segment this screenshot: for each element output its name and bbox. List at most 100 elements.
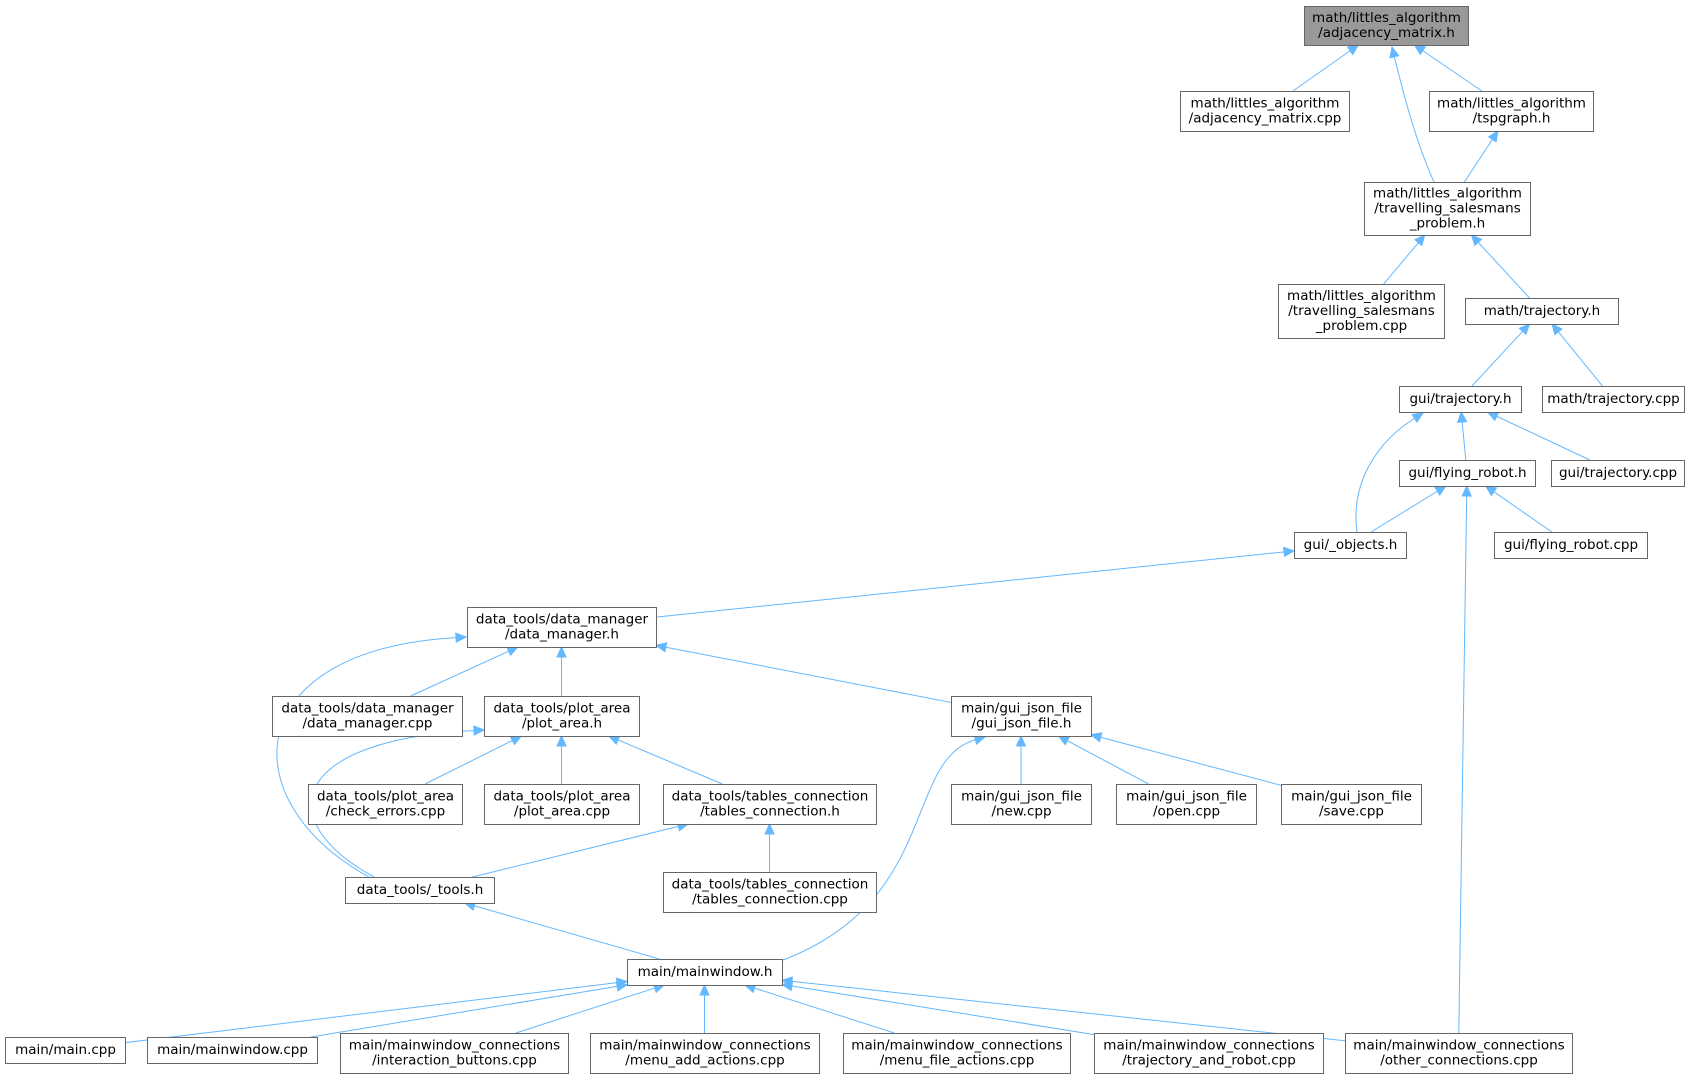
node-menu_add_actions_cpp[interactable]: main/mainwindow_connections/menu_add_act…	[590, 1033, 820, 1074]
node-label: math/littles_algorithm	[1312, 10, 1461, 26]
node-trajectory_and_robot_cpp[interactable]: main/mainwindow_connections/trajectory_a…	[1094, 1033, 1324, 1074]
arrowhead-check_errors_cpp-to-plot_area_h	[509, 735, 523, 746]
node-label: main/mainwindow_connections	[1103, 1038, 1314, 1054]
node-other_connections_cpp[interactable]: main/mainwindow_connections/other_connec…	[1345, 1033, 1573, 1074]
node-open_cpp[interactable]: main/gui_json_file/open.cpp	[1116, 784, 1257, 825]
node-math_trajectory_cpp[interactable]: math/trajectory.cpp	[1542, 386, 1685, 413]
node-mainwindow_h[interactable]: main/mainwindow.h	[627, 959, 783, 986]
edge-adjacency_matrix_cpp-to-adjacency_matrix_h	[1292, 50, 1351, 92]
node-label: math/littles_algorithm	[1287, 288, 1436, 304]
node-label: main/mainwindow_connections	[851, 1038, 1062, 1054]
node-label: _problem.h	[1409, 216, 1485, 232]
node-label: /adjacency_matrix.h	[1318, 25, 1455, 41]
node-label: /open.cpp	[1153, 804, 1220, 820]
node-tsp_h[interactable]: math/littles_algorithm/travelling_salesm…	[1364, 182, 1531, 236]
node-check_errors_cpp[interactable]: data_tools/plot_area/check_errors.cpp	[308, 784, 463, 825]
node-interaction_buttons_cpp[interactable]: main/mainwindow_connections/interaction_…	[340, 1033, 569, 1074]
edge-other_connections_cpp-to-mainwindow_h	[791, 980, 1346, 1042]
node-label: data_tools/plot_area	[493, 701, 630, 717]
node-tsp_cpp[interactable]: math/littles_algorithm/travelling_salesm…	[1278, 284, 1445, 339]
node-label: main/main.cpp	[15, 1042, 116, 1058]
node-tspgraph_h[interactable]: math/littles_algorithm/tspgraph.h	[1429, 91, 1594, 132]
edge-objects_h-to-gui_trajectory_h	[1355, 417, 1415, 533]
edge-open_cpp-to-gui_json_file_h	[1067, 740, 1149, 785]
node-mainwindow_cpp[interactable]: main/mainwindow.cpp	[147, 1037, 318, 1064]
node-new_cpp[interactable]: main/gui_json_file/new.cpp	[951, 784, 1092, 825]
arrowhead-math_trajectory_cpp-to-math_trajectory_h	[1551, 323, 1563, 336]
node-box	[663, 872, 877, 913]
node-box	[1465, 298, 1619, 325]
node-box	[1542, 386, 1685, 413]
node-box	[951, 784, 1092, 825]
node-main_cpp[interactable]: main/main.cpp	[5, 1037, 126, 1064]
node-box	[1304, 6, 1469, 46]
node-box	[843, 1033, 1071, 1074]
node-tools_h[interactable]: data_tools/_tools.h	[345, 877, 495, 904]
arrowhead-tsp_cpp-to-tsp_h	[1413, 234, 1426, 247]
node-flying_robot_h[interactable]: gui/flying_robot.h	[1399, 460, 1536, 487]
node-box	[467, 607, 657, 648]
edge-math_trajectory_h-to-tsp_h	[1477, 242, 1530, 299]
edge-tools_h-to-tables_connection_h	[472, 825, 679, 878]
edge-math_trajectory_cpp-to-math_trajectory_h	[1557, 331, 1603, 387]
node-gui_trajectory_h[interactable]: gui/trajectory.h	[1399, 386, 1522, 413]
node-adjacency_matrix_cpp[interactable]: math/littles_algorithm/adjacency_matrix.…	[1180, 91, 1350, 132]
node-flying_robot_cpp[interactable]: gui/flying_robot.cpp	[1494, 532, 1648, 559]
arrowhead-other_connections_cpp-to-mainwindow_h	[780, 976, 794, 987]
edge-objects_h-to-flying_robot_h	[1370, 490, 1438, 533]
node-box	[484, 696, 640, 737]
edge-menu_file_actions_cpp-to-mainwindow_h	[754, 987, 895, 1034]
edge-tools_h-to-data_manager_h	[276, 637, 457, 878]
node-label: /menu_add_actions.cpp	[625, 1053, 784, 1069]
arrowhead-tspgraph_h-to-adjacency_matrix_h	[1413, 44, 1427, 56]
edge-tables_connection_h-to-plot_area_h	[617, 739, 723, 785]
arrowhead-open_cpp-to-gui_json_file_h	[1057, 735, 1071, 746]
arrowhead-objects_h-to-gui_trajectory_h	[1411, 412, 1425, 424]
arrowhead-tsp_h-to-adjacency_matrix_h	[1389, 45, 1400, 59]
node-label: math/littles_algorithm	[1373, 186, 1522, 202]
node-label: /data_manager.h	[505, 627, 619, 643]
node-box	[663, 784, 877, 825]
node-box	[1278, 284, 1445, 339]
node-objects_h[interactable]: gui/_objects.h	[1294, 532, 1407, 559]
node-box	[272, 696, 463, 737]
arrowhead-other_connections_cpp-to-flying_robot_h	[1461, 484, 1472, 497]
node-box	[147, 1037, 318, 1064]
edge-interaction_buttons_cpp-to-mainwindow_h	[515, 987, 655, 1034]
node-label: main/gui_json_file	[961, 701, 1082, 717]
edge-tspgraph_h-to-adjacency_matrix_h	[1422, 50, 1483, 92]
node-data_manager_cpp[interactable]: data_tools/data_manager/data_manager.cpp	[272, 696, 463, 737]
node-label: /save.cpp	[1319, 804, 1384, 820]
arrowhead-gui_json_file_h-to-data_manager_h	[654, 642, 668, 653]
node-plot_area_h[interactable]: data_tools/plot_area/plot_area.h	[484, 696, 640, 737]
node-gui_trajectory_cpp[interactable]: gui/trajectory.cpp	[1551, 460, 1685, 487]
node-data_manager_h[interactable]: data_tools/data_manager/data_manager.h	[467, 607, 657, 648]
node-label: /tables_connection.cpp	[692, 892, 848, 908]
node-box	[1399, 460, 1536, 487]
edge-tsp_h-to-adjacency_matrix_h	[1393, 56, 1435, 183]
node-box	[1364, 182, 1531, 236]
node-tables_connection_cpp[interactable]: data_tools/tables_connection/tables_conn…	[663, 872, 877, 913]
node-menu_file_actions_cpp[interactable]: main/mainwindow_connections/menu_file_ac…	[843, 1033, 1071, 1074]
node-adjacency_matrix_h[interactable]: math/littles_algorithm/adjacency_matrix.…	[1304, 6, 1469, 46]
node-save_cpp[interactable]: main/gui_json_file/save.cpp	[1281, 784, 1422, 825]
arrowhead-plot_area_cpp-to-plot_area_h	[556, 734, 567, 747]
arrowhead-new_cpp-to-gui_json_file_h	[1015, 734, 1027, 747]
edge-flying_robot_cpp-to-flying_robot_h	[1493, 491, 1553, 533]
arrowhead-plot_area_h-to-data_manager_h	[556, 645, 567, 658]
node-label: data_tools/tables_connection	[672, 789, 869, 805]
node-label: main/mainwindow.cpp	[157, 1042, 308, 1058]
node-plot_area_cpp[interactable]: data_tools/plot_area/plot_area.cpp	[484, 784, 640, 825]
node-box	[1116, 784, 1257, 825]
edges-layer	[124, 44, 1603, 1044]
node-label: main/mainwindow_connections	[349, 1038, 560, 1054]
node-gui_json_file_h[interactable]: main/gui_json_file/gui_json_file.h	[951, 696, 1092, 737]
node-box	[345, 877, 495, 904]
node-math_trajectory_h[interactable]: math/trajectory.h	[1465, 298, 1619, 325]
node-label: data_tools/tables_connection	[672, 877, 869, 893]
node-tables_connection_h[interactable]: data_tools/tables_connection/tables_conn…	[663, 784, 877, 825]
edge-gui_trajectory_cpp-to-gui_trajectory_h	[1496, 415, 1591, 461]
edge-data_manager_cpp-to-data_manager_h	[410, 650, 509, 697]
arrowhead-flying_robot_h-to-gui_trajectory_h	[1456, 410, 1468, 423]
